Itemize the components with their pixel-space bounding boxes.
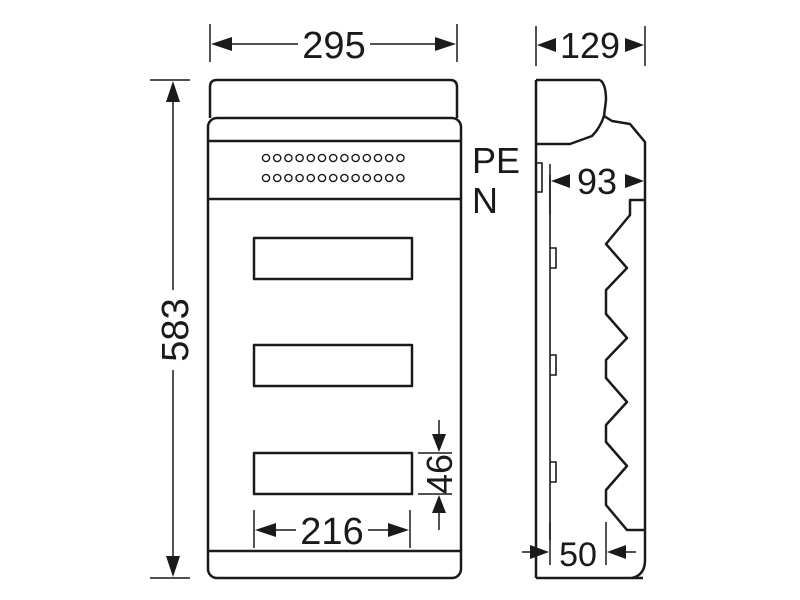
terminal-hole [295,153,304,163]
terminal-hole [396,153,405,163]
terminal-hole [317,173,327,183]
dim-overall-width: 295 [209,24,458,67]
terminal-hole [340,153,349,163]
terminal-hole [272,173,282,183]
din-rail-window-1 [252,236,414,281]
dim-depth: 129 [535,25,646,66]
terminal-hole [261,153,271,163]
dim-overall-height-label: 583 [155,298,197,361]
din-rail-window-2 [252,343,414,388]
side-front-profile [603,114,647,580]
terminal-hole [351,173,360,183]
side-terminal-bracket [536,162,543,193]
dim-base-offset-label: 50 [559,536,597,574]
terminal-hole [384,173,394,183]
terminal-hole [351,153,360,163]
side-lid-profile [536,78,608,146]
side-rail-hook-1 [550,247,557,269]
terminal-hole [306,153,316,163]
dim-base-offset: 50 [522,522,636,574]
terminal-hole [328,173,338,183]
terminal-hole [295,173,304,183]
terminal-hole [396,173,405,183]
terminal-hole [284,173,293,183]
side-rail-hook-2 [550,354,557,376]
din-rail-window-3 [252,451,414,496]
terminal-hole [362,153,372,163]
terminal-hole [373,153,383,163]
terminal-hole [340,173,349,183]
side-rail-hook-3 [550,461,557,483]
terminal-hole [373,173,383,183]
terminal-hole [261,173,271,183]
front-view [206,78,463,580]
terminal-hole [362,173,372,183]
dim-depth-label: 129 [560,25,620,66]
front-body [206,116,463,580]
dim-rail-width: 216 [253,510,411,553]
dim-inner-depth-label: 93 [577,161,617,202]
pe-terminal-label: PE [472,140,520,181]
side-rail-supports [604,198,645,532]
terminal-hole [306,173,316,183]
dim-overall-height: 583 [150,79,197,579]
n-terminal-label: N [472,180,498,221]
dim-rail-width-label: 216 [300,511,363,553]
terminal-hole [384,153,394,163]
side-view [534,78,647,580]
dim-overall-width-label: 295 [302,25,365,67]
front-top-cover [208,78,459,118]
terminal-hole [284,153,293,163]
terminal-hole [272,153,282,163]
terminal-holes [261,153,405,183]
dim-inner-depth: 93 [549,161,644,215]
terminal-hole [317,153,327,163]
dim-slot-height: 46 [418,420,460,530]
terminal-hole [328,153,338,163]
dim-slot-height-label: 46 [419,454,460,494]
